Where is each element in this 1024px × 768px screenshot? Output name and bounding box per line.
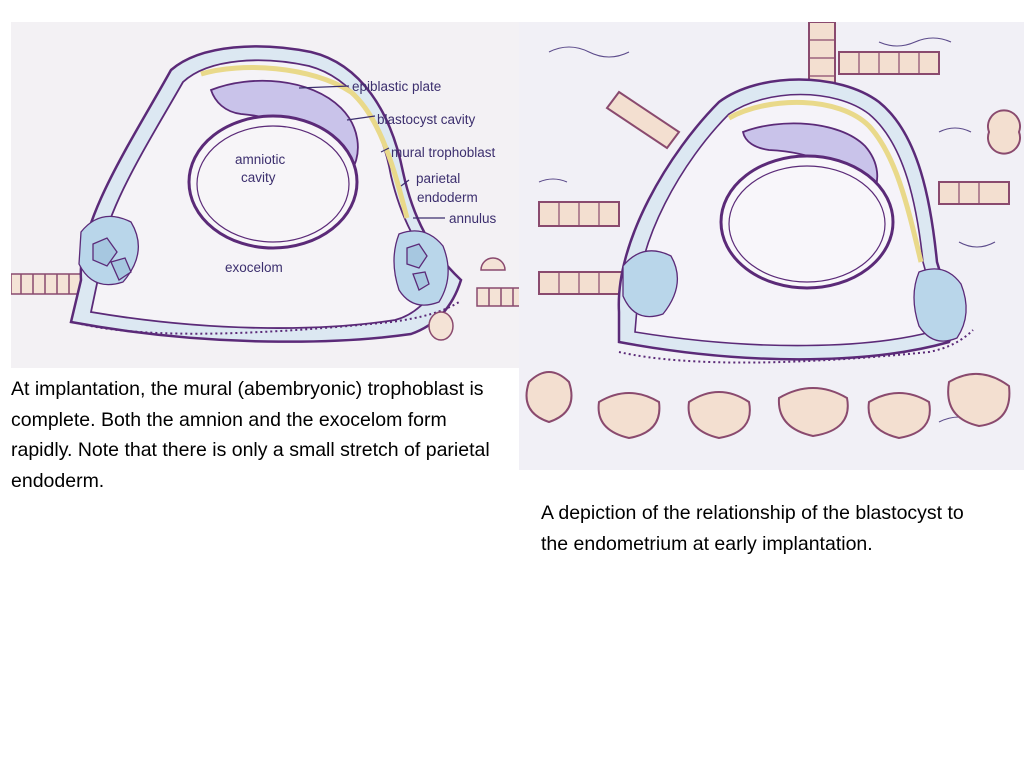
endometrium-implantation-diagram — [519, 22, 1024, 470]
label-exocelom: exocelom — [225, 260, 283, 275]
cell-cluster-left — [78, 215, 139, 286]
uterine-glands — [525, 22, 1021, 440]
label-epiblastic-plate: epiblastic plate — [352, 79, 441, 94]
blastocyst-illustration: epiblastic plate blastocyst cavity mural… — [11, 45, 529, 343]
amniotic-cavity-outline — [187, 114, 359, 250]
amniotic-cavity-right — [719, 154, 895, 290]
amnion-inner-line — [196, 125, 350, 243]
mural-trophoblast-layer-right — [618, 329, 974, 364]
parietal-endoderm-strip-right — [727, 99, 924, 263]
mural-trophoblast-layer — [80, 301, 460, 335]
label-mural-trophoblast: mural trophoblast — [391, 145, 496, 160]
label-annulus: annulus — [449, 211, 497, 226]
label-endoderm: endoderm — [417, 190, 478, 205]
annulus-cluster-right — [913, 268, 967, 342]
label-cavity: cavity — [241, 170, 276, 185]
uterine-epithelium-left — [11, 273, 84, 295]
label-amniotic: amniotic — [235, 152, 286, 167]
caption-right: A depiction of the relationship of the b… — [541, 502, 964, 555]
caption-left: At implantation, the mural (abembryonic)… — [11, 378, 490, 492]
parietal-endoderm-strip — [200, 65, 410, 219]
label-parietal: parietal — [416, 171, 460, 186]
labeled-blastocyst-diagram: epiblastic plate blastocyst cavity mural… — [11, 22, 529, 368]
label-blastocyst-cavity: blastocyst cavity — [377, 112, 476, 127]
annulus-cluster — [393, 230, 449, 306]
cell-cluster-right-left — [622, 250, 678, 318]
amnion-inner-line-right — [728, 165, 886, 283]
endometrium-illustration — [525, 22, 1021, 440]
decidual-gland — [428, 257, 506, 341]
uterine-epithelium-right — [476, 287, 529, 307]
label-leader-lines — [298, 85, 445, 219]
gland-cell-walls — [558, 39, 980, 294]
